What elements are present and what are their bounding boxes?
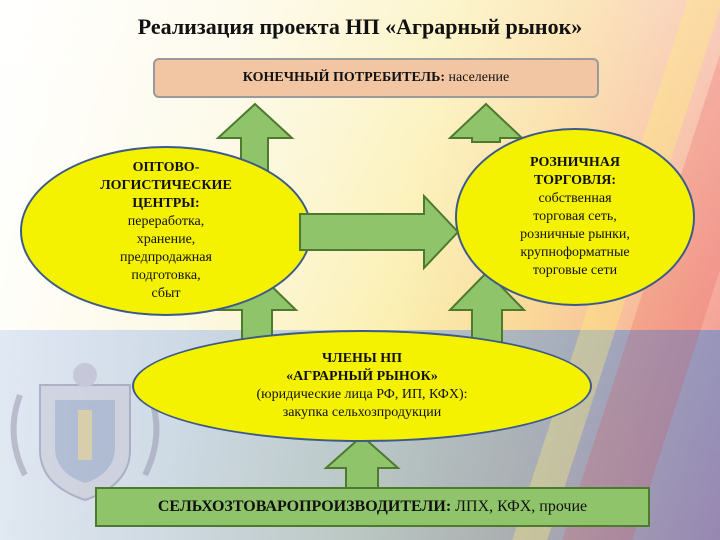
producers-heading: СЕЛЬХОЗТОВАРОПРОИЗВОДИТЕЛИ: [157, 498, 452, 515]
producers-box: СЕЛЬХОЗТОВАРОПРОИЗВОДИТЕЛИ: ЛПХ, КФХ, пр… [95, 487, 650, 527]
wholesale-item: предпродажная [120, 249, 212, 265]
arrow-up-producers-to-members [323, 434, 401, 491]
producers-text: ЛПХ, КФХ, прочие [455, 498, 588, 515]
arrow-up-members-to-retail [447, 270, 527, 345]
wholesale-heading-line: ЦЕНТРЫ: [132, 196, 200, 212]
retail-item: розничные рынки, [520, 226, 630, 242]
page-title: Реализация проекта НП «Аграрный рынок» [137, 14, 583, 39]
wholesale-heading-line: ОПТОВО- [132, 160, 200, 176]
retail-item: крупноформатные [520, 244, 630, 260]
members-item: закупка сельхозпродукции [282, 404, 442, 420]
consumer-box: КОНЕЧНЫЙ ПОТРЕБИТЕЛЬ: население [153, 58, 599, 98]
wholesale-item: хранение, [136, 232, 196, 247]
arrow-right-wholesale-to-retail [299, 193, 460, 271]
retail-item: собственная [538, 191, 612, 207]
wholesale-item: подготовка, [131, 267, 201, 283]
wholesale-centers-node: ОПТОВО- ЛОГИСТИЧЕСКИЕ ЦЕНТРЫ: переработк… [20, 146, 312, 316]
members-heading-line: «АГРАРНЫЙ РЫНОК» [286, 369, 438, 385]
members-item: (юридические лица РФ, ИП, КФХ): [256, 387, 468, 402]
retail-heading-line: РОЗНИЧНАЯ [530, 155, 620, 171]
members-heading-line: ЧЛЕНЫ НП [322, 351, 402, 367]
wholesale-item: сбыт [151, 285, 181, 301]
members-node: ЧЛЕНЫ НП «АГРАРНЫЙ РЫНОК» (юридические л… [132, 330, 592, 442]
consumer-text: население [448, 70, 510, 85]
wholesale-heading-line: ЛОГИСТИЧЕСКИЕ [100, 178, 232, 194]
consumer-heading: КОНЕЧНЫЙ ПОТРЕБИТЕЛЬ: [242, 70, 445, 85]
wholesale-item: переработка, [127, 214, 205, 230]
retail-item: торговая сеть, [533, 209, 617, 225]
retail-item: торговые сети [532, 262, 618, 278]
retail-heading-line: ТОРГОВЛЯ: [533, 173, 617, 189]
retail-trade-node: РОЗНИЧНАЯ ТОРГОВЛЯ: собственная торговая… [455, 128, 695, 306]
arrow-up-retail-to-consumer [447, 102, 525, 143]
